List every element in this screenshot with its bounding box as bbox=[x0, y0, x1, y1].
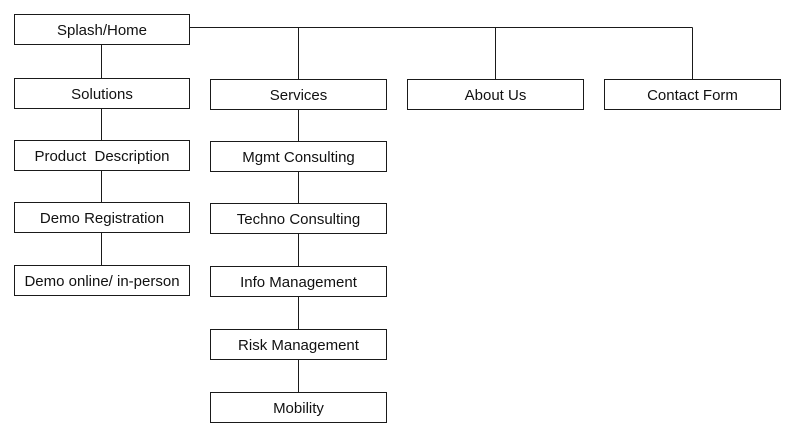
node-label-mobility: Mobility bbox=[273, 400, 324, 417]
node-product-description: Product Description bbox=[14, 140, 190, 171]
node-label-demo-registration: Demo Registration bbox=[40, 210, 164, 227]
node-contact-form: Contact Form bbox=[604, 79, 781, 110]
node-label-product-description: Product Description bbox=[34, 148, 169, 165]
node-label-contact-form: Contact Form bbox=[647, 87, 738, 104]
node-label-solutions: Solutions bbox=[71, 86, 133, 103]
node-label-techno-consulting: Techno Consulting bbox=[237, 211, 360, 228]
node-risk-management: Risk Management bbox=[210, 329, 387, 360]
node-label-mgmt-consulting: Mgmt Consulting bbox=[242, 149, 355, 166]
node-solutions: Solutions bbox=[14, 78, 190, 109]
node-root: Splash/Home bbox=[14, 14, 190, 45]
connectors bbox=[101, 27, 693, 392]
node-demo-registration: Demo Registration bbox=[14, 202, 190, 233]
node-label-info-management: Info Management bbox=[240, 274, 358, 291]
node-techno-consulting: Techno Consulting bbox=[210, 203, 387, 234]
node-demo-online-in-person: Demo online/ in-person bbox=[14, 265, 190, 296]
node-info-management: Info Management bbox=[210, 266, 387, 297]
node-label-about-us: About Us bbox=[465, 87, 527, 104]
node-label-risk-management: Risk Management bbox=[238, 337, 360, 354]
node-label-services: Services bbox=[270, 87, 328, 104]
node-about-us: About Us bbox=[407, 79, 584, 110]
node-mgmt-consulting: Mgmt Consulting bbox=[210, 141, 387, 172]
node-label-root: Splash/Home bbox=[57, 22, 147, 39]
node-label-demo-online-in-person: Demo online/ in-person bbox=[24, 273, 179, 290]
node-services: Services bbox=[210, 79, 387, 110]
node-mobility: Mobility bbox=[210, 392, 387, 423]
